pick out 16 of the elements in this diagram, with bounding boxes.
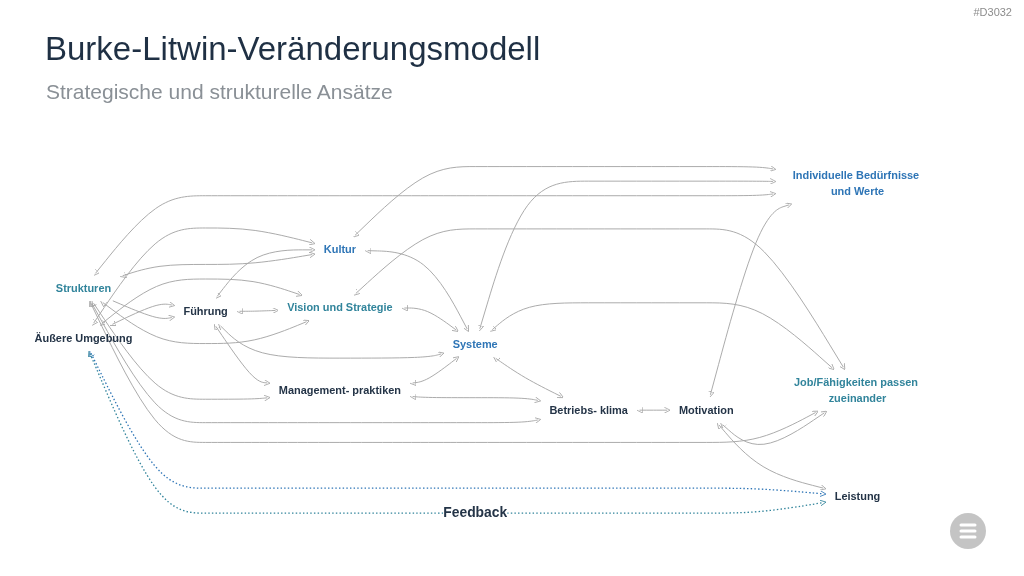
node-text: Job/Fähigkeiten passen zueinander — [794, 375, 918, 405]
node-text: Betriebs- klima — [549, 403, 628, 416]
node-text: Führung — [183, 304, 228, 317]
reference-code: #D3032 — [973, 6, 1012, 18]
node-text: Systeme — [452, 337, 498, 350]
node-text: Vision und Strategie — [287, 301, 393, 314]
title: Burke-Litwin-Veränderungsmodell — [45, 30, 541, 68]
node-text: Management- praktiken — [278, 383, 401, 397]
node-text: Motivation — [678, 403, 734, 416]
subtitle: Strategische und strukturelle Ansätze — [46, 80, 393, 104]
node-text: Leistung — [834, 490, 881, 503]
node-text: Äußere Umgebung — [34, 331, 133, 344]
edge-label: Feedback — [443, 504, 508, 521]
node-text: Kultur — [323, 243, 356, 256]
node-text: Strukturen — [55, 281, 112, 294]
node-text: Individuelle Bedürfnisse und Werte — [792, 168, 920, 198]
